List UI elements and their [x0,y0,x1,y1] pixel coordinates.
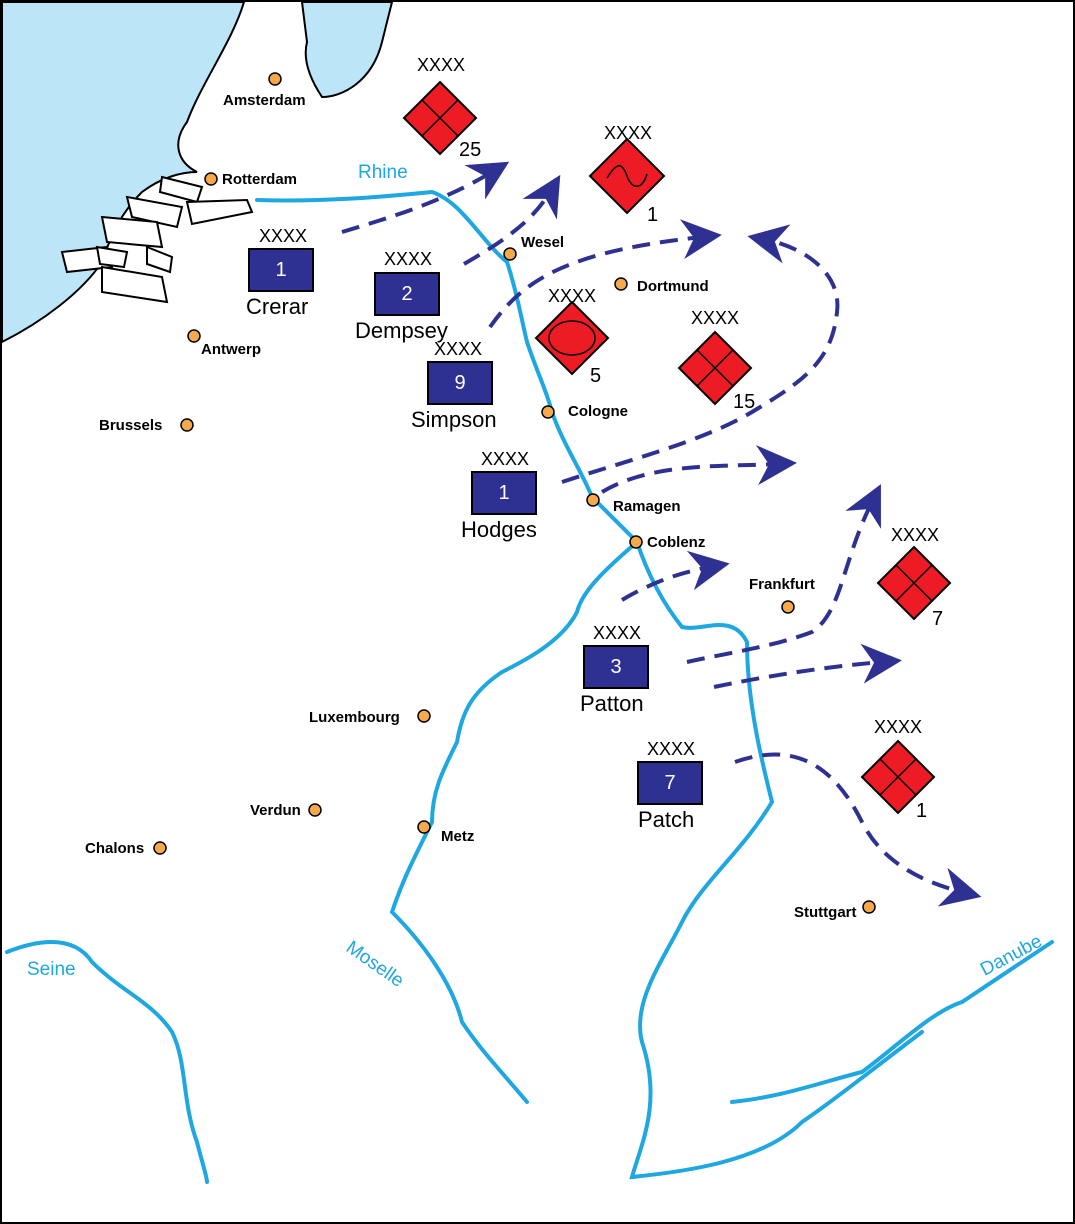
echelon-label: XXXX [604,123,653,143]
allied-army-symbol: 2 [374,272,440,316]
commander-label: Patton [580,691,644,716]
echelon-label: XXXX [647,739,696,759]
echelon-label: XXXX [259,226,308,246]
seine-river [5,940,209,1184]
city-label: Metz [441,828,475,845]
city-label: Brussels [99,417,163,434]
german-army-number: 25 [459,139,482,161]
city-label: Rotterdam [222,171,298,188]
echelon-label: XXXX [481,449,530,469]
city-label: Coblenz [647,534,706,551]
echelon-label: XXXX [417,55,466,75]
city-label: Frankfurt [749,576,815,593]
echelon-label: XXXX [548,286,597,306]
allied-army-symbol: 9 [427,361,493,405]
river-label-rhine: Rhine [358,162,408,183]
city-label: Verdun [250,802,301,819]
city-label: Stuttgart [794,904,857,921]
river-label-seine: Seine [27,959,76,980]
commander-label: Patch [638,807,695,832]
allied-army-symbol: 1 [471,471,537,515]
german-25th-army-symbol [402,80,478,156]
city-label: Chalons [85,840,145,857]
city-dots [153,72,876,914]
german-army-number: 1 [916,800,928,822]
rhine-river [255,189,924,1180]
echelon-label: XXXX [384,249,433,269]
german-army-number: 15 [733,391,756,413]
city-label: Antwerp [201,341,261,358]
allied-army-symbol: 1 [248,248,314,292]
commander-label: Dempsey [355,318,448,343]
city-label: Luxembourg [309,709,400,726]
echelon-label: XXXX [593,623,642,643]
german-1st-para-army-symbol [588,137,666,215]
german-15th-army-symbol [677,330,753,406]
german-1st-army-symbol [860,739,936,815]
echelon-label: XXXX [891,525,940,545]
german-5th-panzer-army-symbol [534,300,610,376]
commander-label: Simpson [411,407,497,432]
city-label: Cologne [568,403,628,420]
german-7th-army-symbol [876,545,952,621]
echelon-label: XXXX [691,308,740,328]
ijsselmeer [300,2,394,99]
city-label: Wesel [521,234,565,251]
allied-army-symbol: 3 [583,645,649,689]
echelon-label: XXXX [434,339,483,359]
echelon-label: XXXX [874,717,923,737]
allied-army-symbol: 7 [637,761,703,805]
moselle-river [389,540,639,1104]
german-army-number: 5 [590,365,602,387]
city-label: Ramagen [613,498,681,515]
commander-label: Hodges [461,517,537,542]
german-army-number: 7 [932,608,944,630]
commander-label: Crerar [246,294,309,319]
danube-river [730,940,1054,1104]
city-label: Amsterdam [223,92,306,109]
german-army-number: 1 [647,204,659,226]
city-label: Dortmund [637,278,709,295]
